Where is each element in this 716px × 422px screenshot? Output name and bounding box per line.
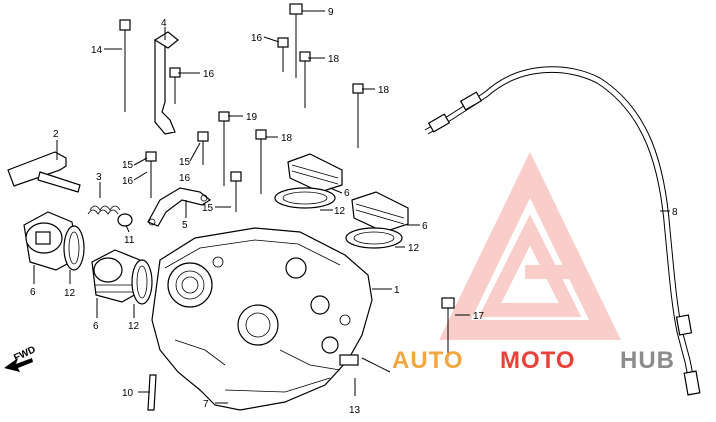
callout-15-c: 15 bbox=[202, 203, 214, 214]
callout-1: 1 bbox=[394, 285, 400, 296]
tappet-cap-right-2 bbox=[351, 191, 409, 233]
bolt-16-top bbox=[277, 37, 289, 72]
callout-15-b: 15 bbox=[179, 157, 191, 168]
callout-9: 9 bbox=[328, 7, 334, 18]
bolt-18-top bbox=[299, 51, 311, 108]
bolt-18-right bbox=[352, 83, 364, 148]
callout-12-c: 12 bbox=[64, 288, 76, 299]
fwd-arrow: FWD bbox=[4, 344, 38, 372]
callout-labels: 1 2 3 4 5 6 6 6 6 7 8 9 10 11 12 12 12 1… bbox=[30, 7, 678, 416]
o-ring-left-1 bbox=[63, 225, 85, 271]
callout-15-a: 15 bbox=[122, 160, 134, 171]
callout-18-a: 18 bbox=[328, 54, 340, 65]
callout-8: 8 bbox=[672, 207, 678, 218]
callout-17: 17 bbox=[473, 311, 485, 322]
callout-19: 19 bbox=[246, 112, 258, 123]
bracket-4 bbox=[153, 31, 179, 135]
callout-16-b: 16 bbox=[203, 69, 215, 80]
o-ring-left-2 bbox=[131, 259, 153, 305]
callout-3: 3 bbox=[96, 172, 102, 183]
callout-16-d: 16 bbox=[179, 173, 191, 184]
watermark-hub: HUB bbox=[620, 347, 675, 374]
o-ring-right-1 bbox=[274, 187, 336, 209]
bolt-19 bbox=[218, 111, 230, 186]
callout-7: 7 bbox=[203, 399, 209, 410]
callout-2: 2 bbox=[53, 129, 59, 140]
watermark-logo bbox=[439, 152, 621, 340]
bolt-18-center bbox=[255, 129, 267, 194]
leader-lines bbox=[33, 10, 670, 404]
callout-6-d: 6 bbox=[93, 321, 99, 332]
callout-6-c: 6 bbox=[30, 287, 36, 298]
bolt-16-left bbox=[145, 151, 157, 198]
bolt-15-left bbox=[197, 131, 209, 165]
watermark-auto: AUTO bbox=[392, 347, 464, 374]
callout-18-b: 18 bbox=[378, 85, 390, 96]
cylinder-head bbox=[151, 227, 373, 411]
callout-18-c: 18 bbox=[281, 133, 293, 144]
watermark-wordmark: AUTO MOTO HUB bbox=[392, 347, 675, 374]
callout-12-b: 12 bbox=[408, 243, 420, 254]
spring-3 bbox=[87, 205, 121, 215]
callout-12-d: 12 bbox=[128, 321, 140, 332]
callout-11: 11 bbox=[124, 235, 135, 246]
callout-6-b: 6 bbox=[422, 221, 428, 232]
callout-16-a: 16 bbox=[122, 176, 134, 187]
callout-14: 14 bbox=[91, 45, 103, 56]
tappet-cap-right-1 bbox=[287, 153, 343, 193]
bolt-17 bbox=[441, 297, 455, 360]
dowel-pin-10 bbox=[147, 374, 157, 411]
clip-11 bbox=[117, 213, 133, 227]
callout-5: 5 bbox=[182, 220, 188, 231]
callout-6-a: 6 bbox=[344, 188, 350, 199]
bolt-9 bbox=[289, 3, 303, 78]
bolt-15-mid bbox=[230, 171, 242, 212]
callout-16-c: 16 bbox=[251, 33, 263, 44]
callout-10: 10 bbox=[122, 388, 134, 399]
o-ring-right-2 bbox=[345, 227, 403, 249]
callout-12-a: 12 bbox=[334, 206, 346, 217]
tappet-cap-left-2 bbox=[91, 249, 144, 303]
bracket-5 bbox=[147, 187, 212, 227]
decomp-shaft-2 bbox=[7, 151, 81, 193]
callout-4: 4 bbox=[161, 18, 167, 29]
callout-13: 13 bbox=[349, 405, 361, 416]
bolt-14 bbox=[119, 19, 131, 112]
watermark-moto: MOTO bbox=[500, 347, 576, 374]
decomp-cable-8 bbox=[424, 66, 701, 396]
